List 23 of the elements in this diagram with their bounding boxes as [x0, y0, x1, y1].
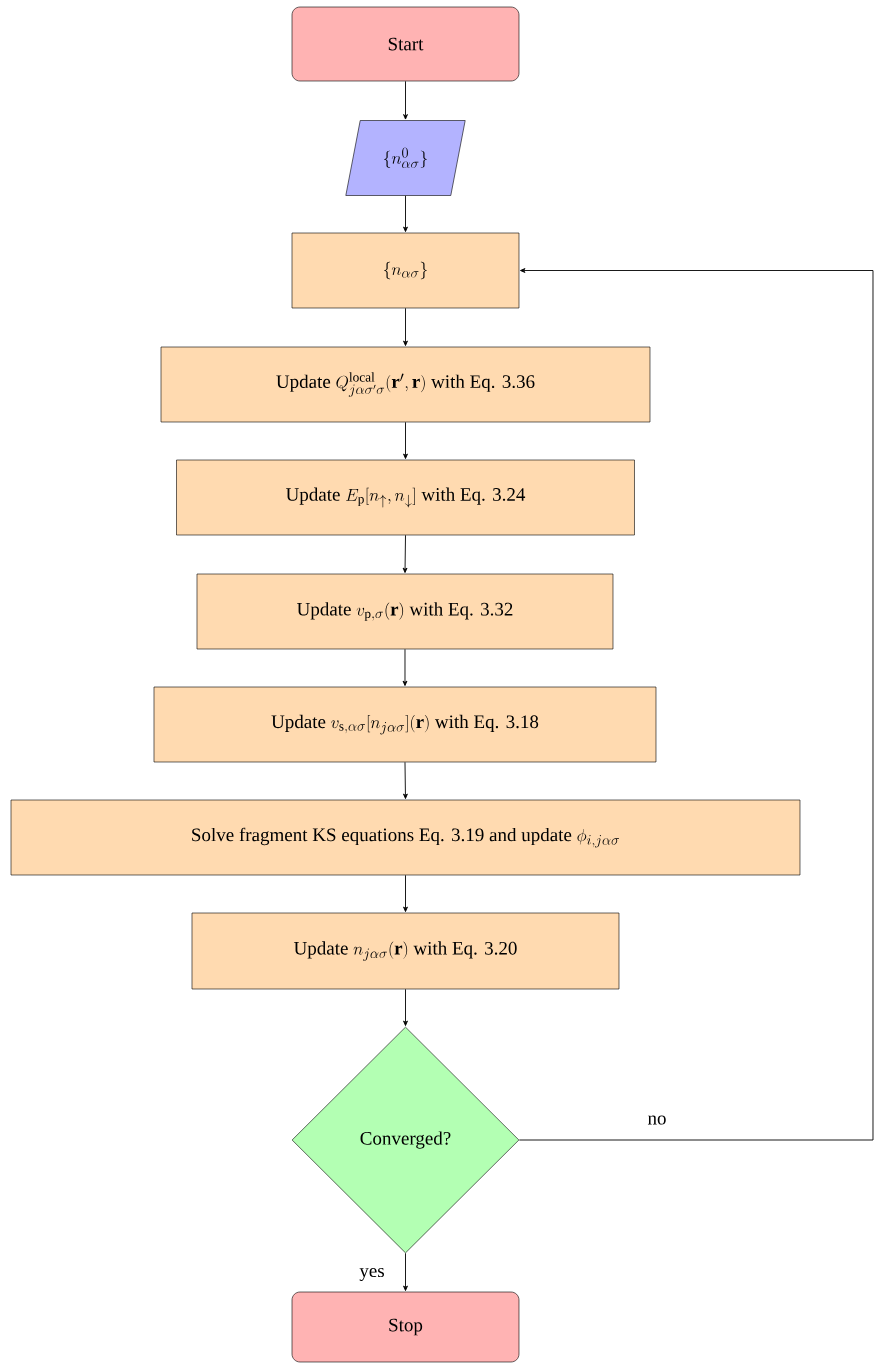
edge-label: no — [646, 1114, 668, 1126]
input-parallelogram: $\{n^{0}_{\alpha\sigma}\}$ — [345, 120, 466, 196]
terminal-box: Stop — [291, 1291, 520, 1363]
arrow — [403, 195, 408, 232]
process-box: $\text{Update } v_{\mathrm{p},\sigma}(\mathbf{r})\text{ with Eq. 3.32}$ — [196, 573, 614, 650]
edge-label: yes — [358, 1267, 386, 1283]
arrow — [403, 307, 408, 346]
arrow — [403, 80, 408, 120]
process-box: $\text{Update } Q^{\mathrm{local}}_{j\alpha\sigma'\sigma}(\mathbf{r}',\mathbf{r})\text{ with Eq. 3.36}$ — [160, 346, 651, 423]
process-box: $\{n_{\alpha\sigma}\}$ — [291, 232, 520, 309]
process-box: $\text{Update } v_{\mathrm{s},\alpha\sigma}[n_{j\alpha\sigma}](\mathbf{r})\text{ with Eq. 3.18}$ — [153, 686, 657, 763]
arrow — [402, 648, 408, 687]
process-box: $\text{Update } E_{\mathrm{p}}[n_{\uparrow},n_{\downarrow}]\text{ with Eq. 3.24}$ — [176, 459, 635, 536]
process-box: $\text{Solve fragment KS equations Eq. 3.19 and update } \phi_{i,j\alpha\sigma}$ — [10, 799, 801, 876]
terminal-box: Start — [291, 6, 520, 82]
arrow — [403, 1252, 408, 1291]
arrow — [518, 268, 874, 1141]
arrow — [403, 988, 408, 1026]
arrow — [403, 874, 408, 912]
arrow — [403, 761, 408, 800]
arrow — [403, 421, 408, 459]
arrow — [402, 534, 408, 574]
process-box: $\text{Update } n_{j\alpha\sigma}(\mathbf{r})\text{ with Eq. 3.20}$ — [191, 912, 620, 990]
